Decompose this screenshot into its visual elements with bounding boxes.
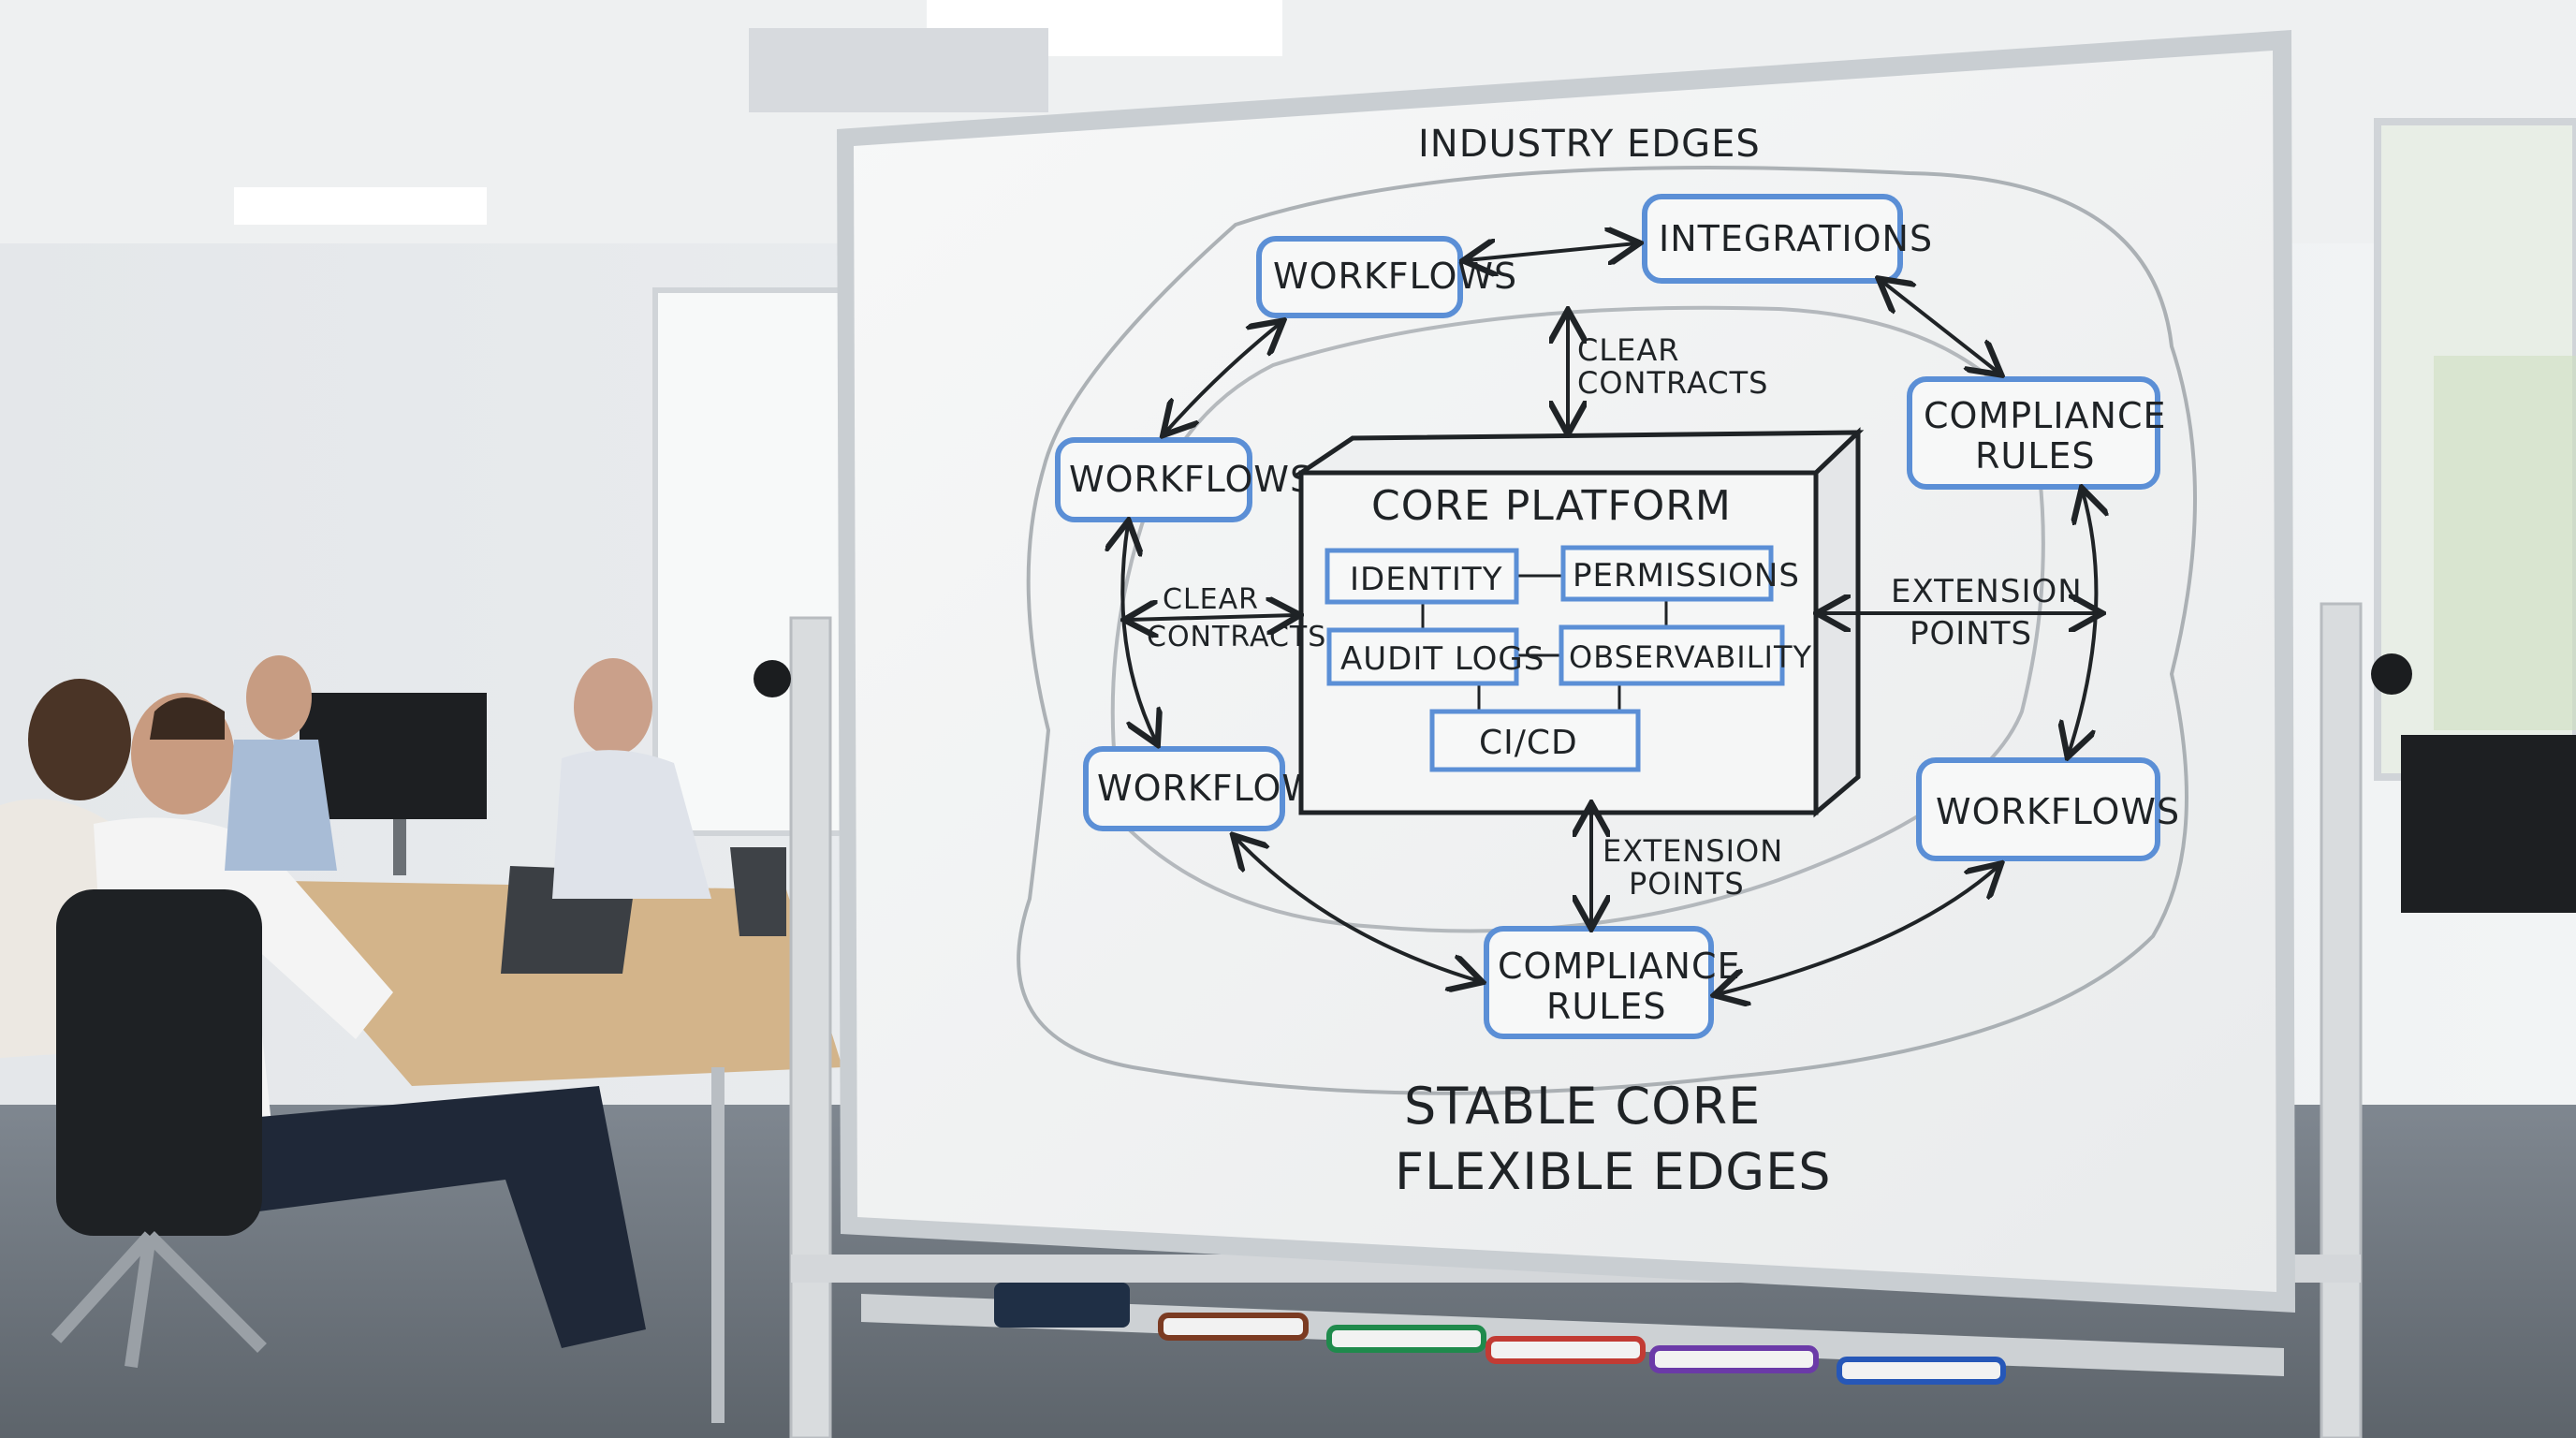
stand-knob — [754, 660, 791, 697]
arrow-integrations-compliance — [1881, 281, 1998, 373]
svg-text:COMPLIANCE: COMPLIANCE — [1498, 946, 1741, 987]
core-title: CORE PLATFORM — [1371, 482, 1732, 530]
box-compliance-rules-right: COMPLIANCE RULES — [1907, 376, 2167, 490]
box-workflows-right: WORKFLOWS — [1916, 757, 2180, 861]
svg-text:WORKFLOWS: WORKFLOWS — [1069, 459, 1313, 500]
arrow-bottom-right — [1718, 866, 1998, 994]
top-title: INDUSTRY EDGES — [1418, 123, 1761, 166]
arrow-workflows-left-top — [1165, 323, 1281, 433]
ceiling-vent — [749, 28, 1048, 112]
extension-points-right-2: POINTS — [1910, 615, 2032, 653]
marker-red — [1486, 1336, 1646, 1364]
marker-brown — [1158, 1313, 1309, 1341]
box-workflows-left: WORKFLOWS — [1055, 437, 1313, 522]
svg-text:INTEGRATIONS: INTEGRATIONS — [1659, 218, 1933, 259]
outer-ring — [1017, 166, 2197, 1095]
extension-points-bottom-2: POINTS — [1629, 866, 1745, 902]
arrow-left-vertical — [1122, 524, 1156, 741]
box-compliance-rules-bottom: COMPLIANCE RULES — [1484, 926, 1741, 1039]
clear-contracts-left-1: CLEAR — [1163, 583, 1259, 616]
clear-contracts-left-2: CONTRACTS — [1147, 621, 1326, 653]
monitor — [300, 693, 487, 819]
person-man-chair — [51, 693, 646, 1368]
svg-text:WORKFLOWS: WORKFLOWS — [1936, 791, 2180, 832]
arrow-clear-contracts-left — [1128, 615, 1296, 620]
core-cicd: CI/CD — [1429, 709, 1641, 772]
core-observability: OBSERVABILITY — [1559, 624, 1812, 686]
person-man-center — [552, 658, 711, 899]
eraser — [994, 1283, 1130, 1328]
architecture-diagram: INDUSTRY EDGES WORKFLOWS INTEGRATIONS CO… — [1017, 123, 2197, 1201]
box-integrations: INTEGRATIONS — [1642, 194, 1933, 284]
svg-text:IDENTITY: IDENTITY — [1350, 561, 1502, 598]
bottom-line-2: FLEXIBLE EDGES — [1395, 1142, 1832, 1201]
svg-text:WORKFLOWS: WORKFLOWS — [1273, 256, 1517, 297]
svg-text:RULES: RULES — [1546, 986, 1667, 1027]
svg-text:OBSERVABILITY: OBSERVABILITY — [1569, 639, 1812, 675]
core-permissions: PERMISSIONS — [1560, 545, 1800, 602]
arrow-bottom-left — [1236, 838, 1479, 981]
clear-contracts-top-2: CONTRACTS — [1577, 365, 1768, 401]
svg-text:AUDIT LOGS: AUDIT LOGS — [1340, 640, 1544, 678]
arrow-workflows-integrations — [1467, 243, 1636, 260]
monitor — [2401, 735, 2576, 913]
svg-text:CI/CD: CI/CD — [1479, 724, 1578, 762]
svg-text:COMPLIANCE: COMPLIANCE — [1924, 395, 2167, 436]
bottom-line-1: STABLE CORE — [1404, 1077, 1761, 1136]
box-workflows-bottom-left: WORKFLOWS — [1083, 746, 1340, 831]
meeting-table — [234, 880, 842, 1086]
ceiling-light — [234, 187, 487, 225]
core-identity: IDENTITY — [1325, 548, 1519, 605]
svg-text:RULES: RULES — [1975, 435, 2096, 477]
marker-green — [1326, 1325, 1486, 1353]
svg-text:PERMISSIONS: PERMISSIONS — [1573, 557, 1800, 594]
core-audit-logs: AUDIT LOGS — [1326, 627, 1544, 686]
extension-points-bottom-1: EXTENSION — [1603, 833, 1783, 869]
core-platform-box: CORE PLATFORM IDENTITY PERMISSIONS AUDIT… — [1293, 427, 1865, 818]
clear-contracts-top-1: CLEAR — [1577, 332, 1680, 368]
person-man-far — [225, 655, 337, 871]
extension-points-right-1: EXTENSION — [1891, 573, 2083, 610]
marker-purple — [1649, 1345, 1819, 1373]
arrows — [1122, 243, 2099, 994]
marker-blue — [1837, 1357, 2006, 1385]
office-chair — [56, 889, 262, 1236]
stand-knob — [2371, 653, 2412, 695]
arrow-right-vertical — [2069, 492, 2096, 754]
